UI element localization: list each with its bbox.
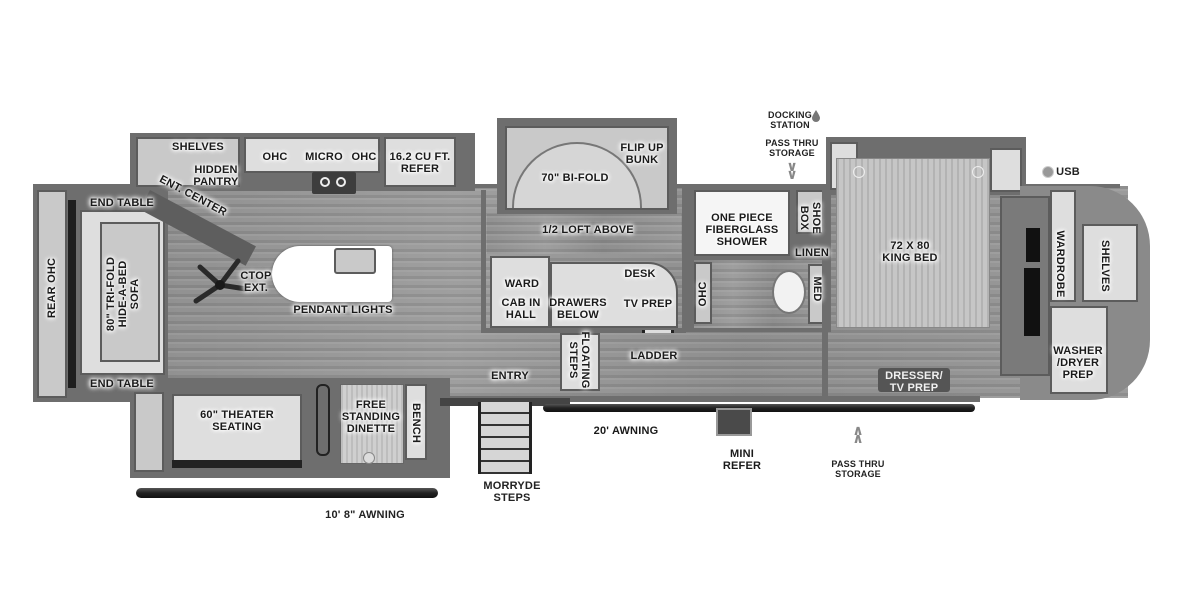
loft-floor [487, 214, 681, 254]
label-bath-ohc: OHC [697, 281, 709, 307]
bath-floor [694, 260, 826, 328]
label-ctop-ext: CTOP EXT. [240, 270, 272, 294]
mini-refer-box [716, 408, 752, 436]
label-drawers-below: DRAWERS BELOW [549, 297, 607, 321]
label-main-awning: 20' AWNING [593, 425, 659, 437]
label-end-table-top: END TABLE [90, 197, 154, 209]
label-ohc-left: OHC [262, 151, 288, 163]
label-usb: USB [1056, 166, 1080, 178]
bath-ohc [694, 262, 712, 324]
nightstand-right [990, 148, 1022, 192]
label-pass-thru-top: PASS THRU STORAGE [765, 138, 819, 158]
label-linen: LINEN [795, 247, 829, 259]
reading-light-left-icon [853, 166, 865, 178]
ladder-icon [642, 330, 674, 333]
sofa-seat [100, 222, 160, 362]
label-bench: BENCH [410, 402, 422, 444]
cooktop-icon-2 [336, 177, 346, 187]
cooktop [312, 172, 356, 194]
label-ward: WARD [504, 278, 540, 290]
cooktop-icon [320, 177, 330, 187]
label-morryde-steps: MORRYDE STEPS [483, 480, 541, 504]
bath-bed-divider [822, 186, 828, 398]
label-shower: ONE PIECE FIBERGLASS SHOWER [705, 212, 779, 248]
refrigerator [384, 137, 456, 187]
floating-steps [560, 333, 600, 391]
label-shoe-box: SHOE BOX [798, 202, 822, 234]
dinette-chairs [316, 384, 330, 456]
label-sofa: 80" TRI-FOLD HIDE-A-BED SOFA [105, 256, 141, 332]
label-dinette: FREE STANDING DINETTE [341, 399, 401, 435]
sink-icon [334, 248, 376, 274]
label-entry: ENTRY [491, 370, 529, 382]
label-med: MED [811, 276, 823, 302]
washer-dryer-cabinet [1050, 306, 1108, 394]
label-hidden-pantry: HIDDEN PANTRY [193, 164, 239, 188]
label-king-bed: 72 X 80 KING BED [882, 240, 938, 264]
label-theater-seating: 60" THEATER SEATING [200, 409, 274, 433]
rear-ohc-cabinet [37, 190, 67, 398]
bench [405, 384, 427, 460]
wardrobe-door-1 [1026, 228, 1040, 262]
label-micro: MICRO [305, 151, 343, 163]
label-cab-in-hall: CAB IN HALL [501, 297, 541, 321]
label-desk: DESK [624, 268, 656, 280]
label-dresser: DRESSER/ TV PREP [885, 370, 943, 394]
chevron-down-icon: ∨∨ [786, 158, 798, 182]
front-shelves [1082, 224, 1138, 302]
label-refer: 16.2 CU FT. REFER [389, 151, 451, 175]
label-ladder: LADDER [630, 350, 678, 362]
toilet-icon [772, 270, 806, 314]
kitchen-counter [244, 137, 380, 173]
label-mini-refer: MINI REFER [722, 448, 762, 472]
wardrobe-cabinet-front [1050, 190, 1076, 302]
main-awning [543, 404, 975, 412]
label-docking-station: DOCKING STATION [768, 110, 812, 130]
bottom-wall [160, 396, 980, 402]
usb-port-icon [1042, 166, 1054, 178]
label-ohc-right: OHC [351, 151, 377, 163]
label-pendant-lights: PENDANT LIGHTS [293, 304, 393, 316]
label-pantry-shelves: SHELVES [172, 141, 224, 153]
label-front-shelves: SHELVES [1099, 240, 1111, 292]
wardrobe-door-2 [1024, 268, 1040, 336]
label-tv-prep-desk: TV PREP [623, 298, 673, 310]
desk [550, 262, 678, 328]
label-wardrobe: WARDROBE [1054, 230, 1066, 298]
theater-footrest [172, 460, 302, 468]
label-slide-awning: 10' 8" AWNING [325, 509, 405, 521]
king-bed [836, 158, 990, 328]
dresser [878, 368, 950, 392]
dinette-base-icon [363, 452, 375, 464]
slide-end-door [134, 392, 164, 472]
bunk-room-wall-left [481, 190, 486, 330]
wardrobe-cabinet [490, 256, 550, 328]
chevron-up-icon: ∧∧ [852, 422, 864, 446]
ceiling-fan-icon [193, 258, 249, 304]
pantry-shelves [136, 137, 240, 187]
label-bifold: 70" BI-FOLD [541, 172, 609, 184]
dinette-table [340, 384, 404, 464]
shower [694, 190, 790, 256]
bunk-room-wall-right [682, 186, 688, 332]
label-rear-ohc: REAR OHC [46, 257, 58, 319]
label-flip-up-bunk: FLIP UP BUNK [620, 142, 664, 166]
reading-light-right-icon [972, 166, 984, 178]
label-washer-dryer: WASHER /DRYER PREP [1053, 345, 1103, 381]
label-loft-above: 1/2 LOFT ABOVE [542, 224, 634, 236]
morryde-steps-graphic [478, 402, 532, 474]
rear-window-strip [68, 200, 76, 388]
theater-seating [172, 394, 302, 464]
slide-awning [136, 488, 438, 498]
bunk-room-wall-bottom [481, 328, 686, 333]
water-drop-icon [812, 110, 820, 122]
label-floating-steps: FLOATING STEPS [567, 331, 591, 389]
label-end-table-bottom: END TABLE [90, 378, 154, 390]
label-pass-thru-bottom: PASS THRU STORAGE [831, 459, 885, 479]
